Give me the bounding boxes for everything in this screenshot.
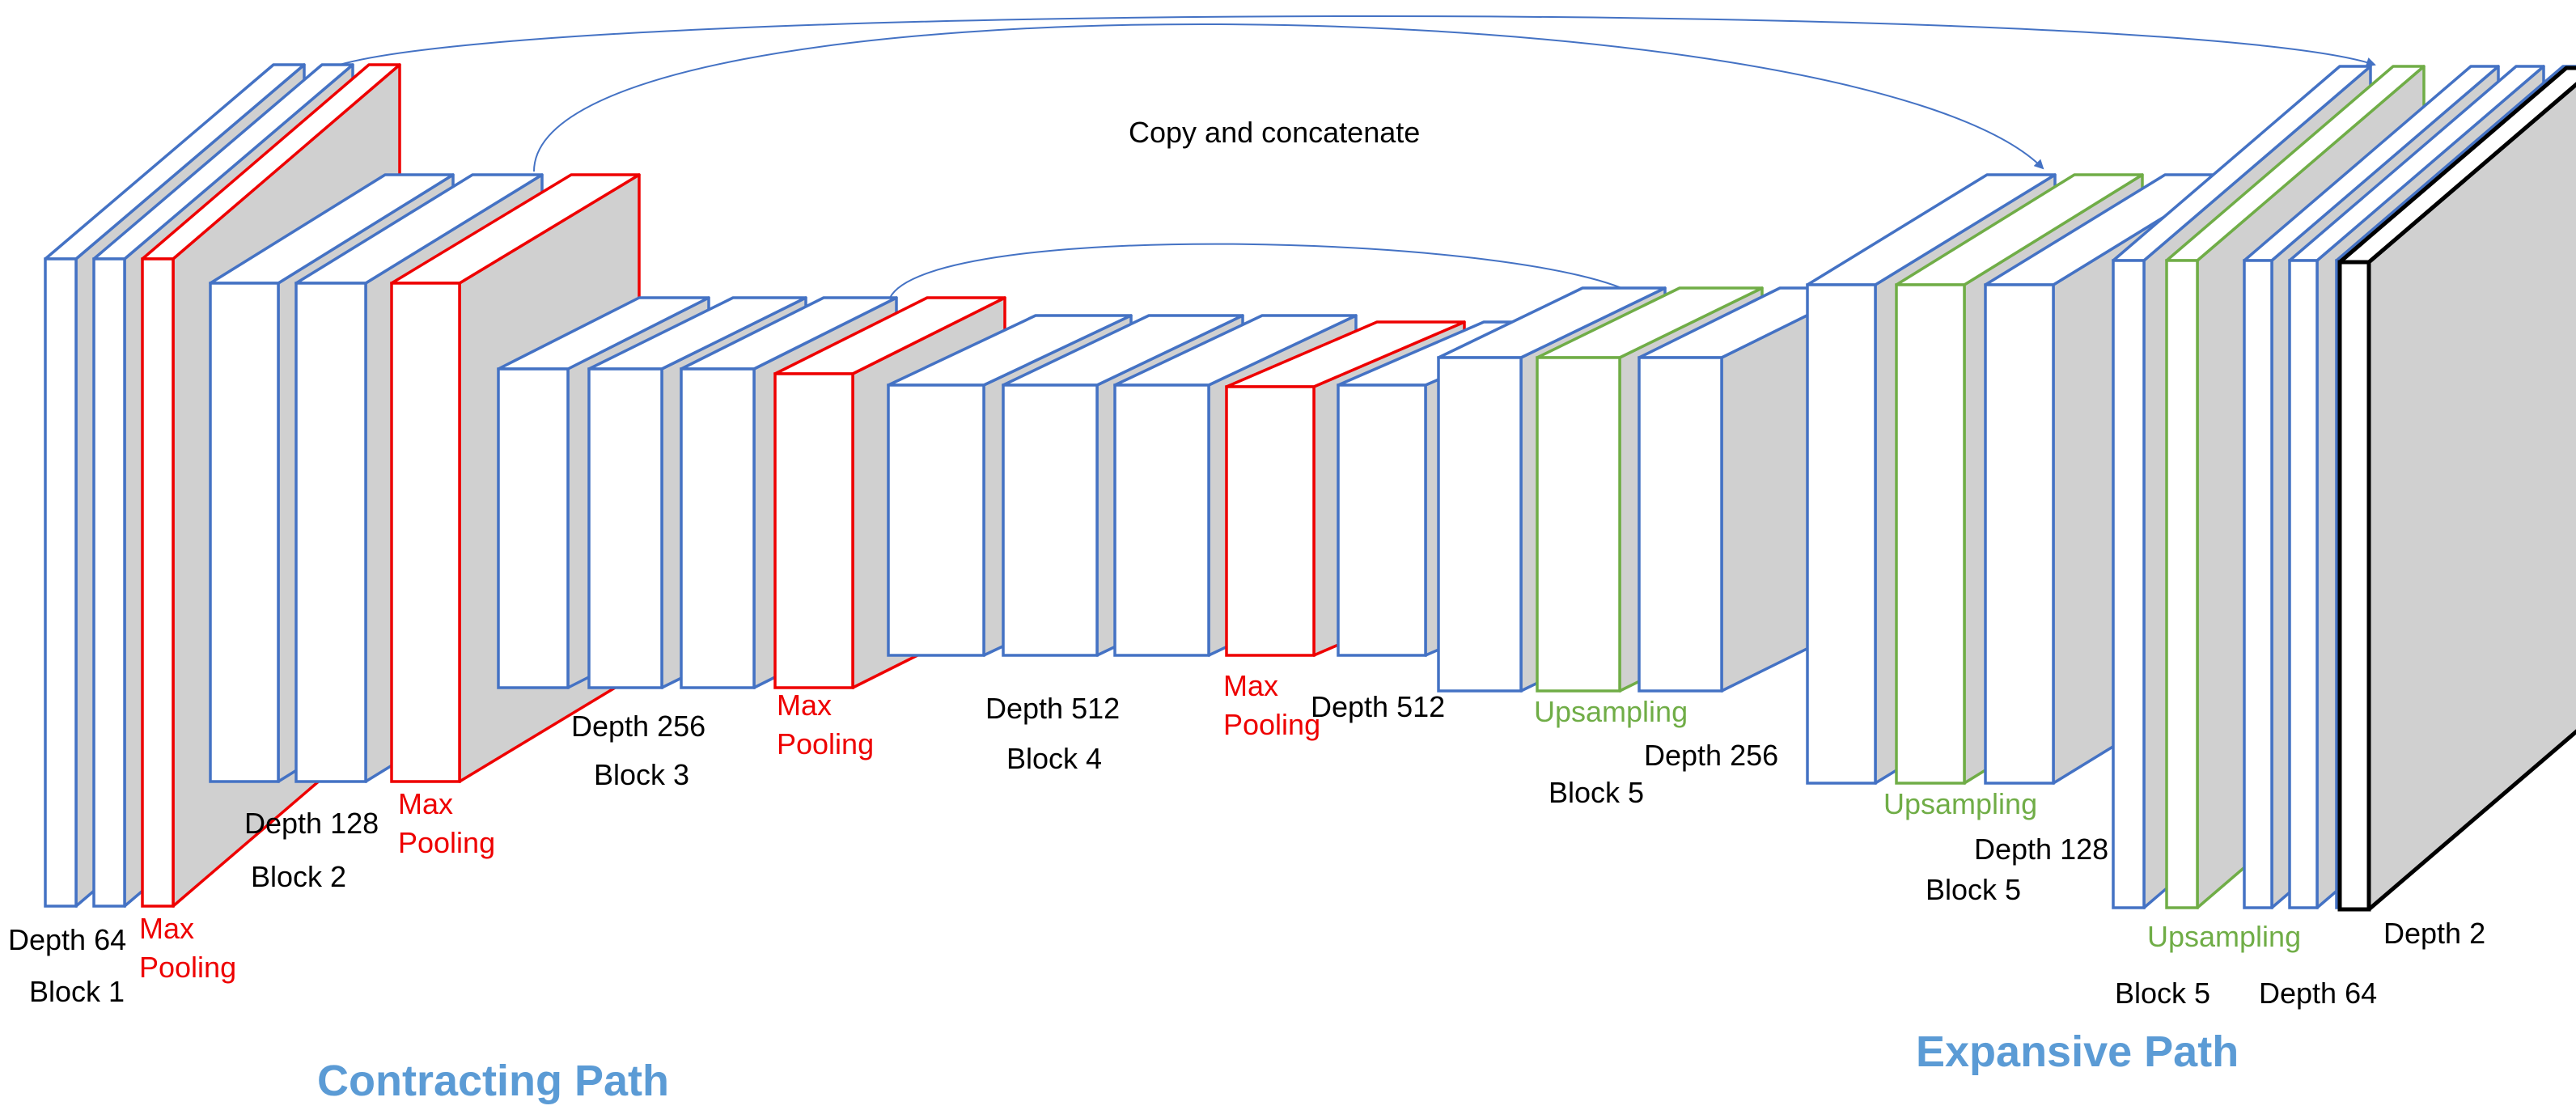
label-depth-128: Depth 128 xyxy=(244,807,379,840)
label-pooling-2: Pooling xyxy=(398,826,495,859)
layer-front-face xyxy=(1984,283,2055,785)
label-block-4: Block 4 xyxy=(1006,742,1102,775)
layer-front-face xyxy=(294,282,367,783)
layer-front-face xyxy=(497,367,570,689)
layer-front-face xyxy=(2337,260,2371,912)
layer-front-face xyxy=(1806,283,1877,785)
layer-front-face xyxy=(1002,383,1099,657)
skip-arrow-block3 xyxy=(889,243,1640,299)
layer-output-layer xyxy=(2337,66,2576,912)
skip-label: Copy and concatenate xyxy=(1129,116,1420,149)
label-max-4: Max xyxy=(1223,669,1278,702)
layer-front-face xyxy=(1638,356,1723,693)
layer-front-face xyxy=(1895,283,1966,785)
label-block-3: Block 3 xyxy=(594,758,689,791)
label-upsampling-3: Upsampling xyxy=(2147,920,2301,953)
label-depth-128-b: Depth 128 xyxy=(1974,832,2108,866)
layer-front-face xyxy=(44,257,78,908)
layer-front-face xyxy=(1536,356,1621,693)
layer-front-face xyxy=(1437,356,1523,693)
label-block-2: Block 2 xyxy=(251,860,346,893)
layer-front-face xyxy=(2112,259,2146,909)
layer-front-face xyxy=(2243,259,2273,909)
label-block-5-b: Block 5 xyxy=(1926,873,2021,906)
expansive-path-label: Expansive Path xyxy=(1916,1027,2239,1076)
label-max-1: Max xyxy=(139,912,194,945)
labels: Copy and concatenate Depth 64 Block 1 Ma… xyxy=(8,116,2485,1105)
layer-front-face xyxy=(92,257,126,908)
label-depth-64: Depth 64 xyxy=(8,923,126,956)
layer-front-face xyxy=(680,367,756,689)
layer-stack xyxy=(44,63,2576,912)
layer-front-face xyxy=(1337,383,1427,657)
label-pooling-1: Pooling xyxy=(139,951,236,984)
label-pooling-4: Pooling xyxy=(1223,708,1320,741)
label-depth-256: Depth 256 xyxy=(571,710,705,743)
layer-front-face xyxy=(1113,383,1210,657)
label-max-3: Max xyxy=(777,688,832,722)
label-depth-64-b: Depth 64 xyxy=(2259,977,2377,1010)
layer-front-face xyxy=(773,372,854,689)
layer-front-face xyxy=(209,282,280,783)
label-pooling-3: Pooling xyxy=(777,727,874,760)
skip-arrow-block2 xyxy=(533,23,2044,172)
skip-arrow-block1 xyxy=(339,15,2376,67)
label-depth-2: Depth 2 xyxy=(2383,917,2485,950)
label-upsampling-1: Upsampling xyxy=(1534,695,1688,728)
label-max-2: Max xyxy=(398,787,453,820)
contracting-path-label: Contracting Path xyxy=(317,1057,669,1105)
layer-front-face xyxy=(390,282,461,783)
layer-front-face xyxy=(2288,259,2319,909)
layer-front-face xyxy=(2165,259,2199,909)
layer-front-face xyxy=(587,367,663,689)
label-depth-512-b: Depth 512 xyxy=(1311,690,1445,723)
label-block-5-a: Block 5 xyxy=(1549,776,1644,809)
label-block-1: Block 1 xyxy=(29,975,125,1008)
label-depth-256-b: Depth 256 xyxy=(1644,739,1778,772)
layer-front-face xyxy=(141,257,175,908)
label-upsampling-2: Upsampling xyxy=(1883,787,2037,820)
label-depth-512-a: Depth 512 xyxy=(985,692,1120,725)
skip-connections xyxy=(339,15,2376,299)
layer-front-face xyxy=(887,383,985,657)
layer-front-face xyxy=(1225,385,1316,657)
label-block-5-c: Block 5 xyxy=(2115,977,2210,1010)
